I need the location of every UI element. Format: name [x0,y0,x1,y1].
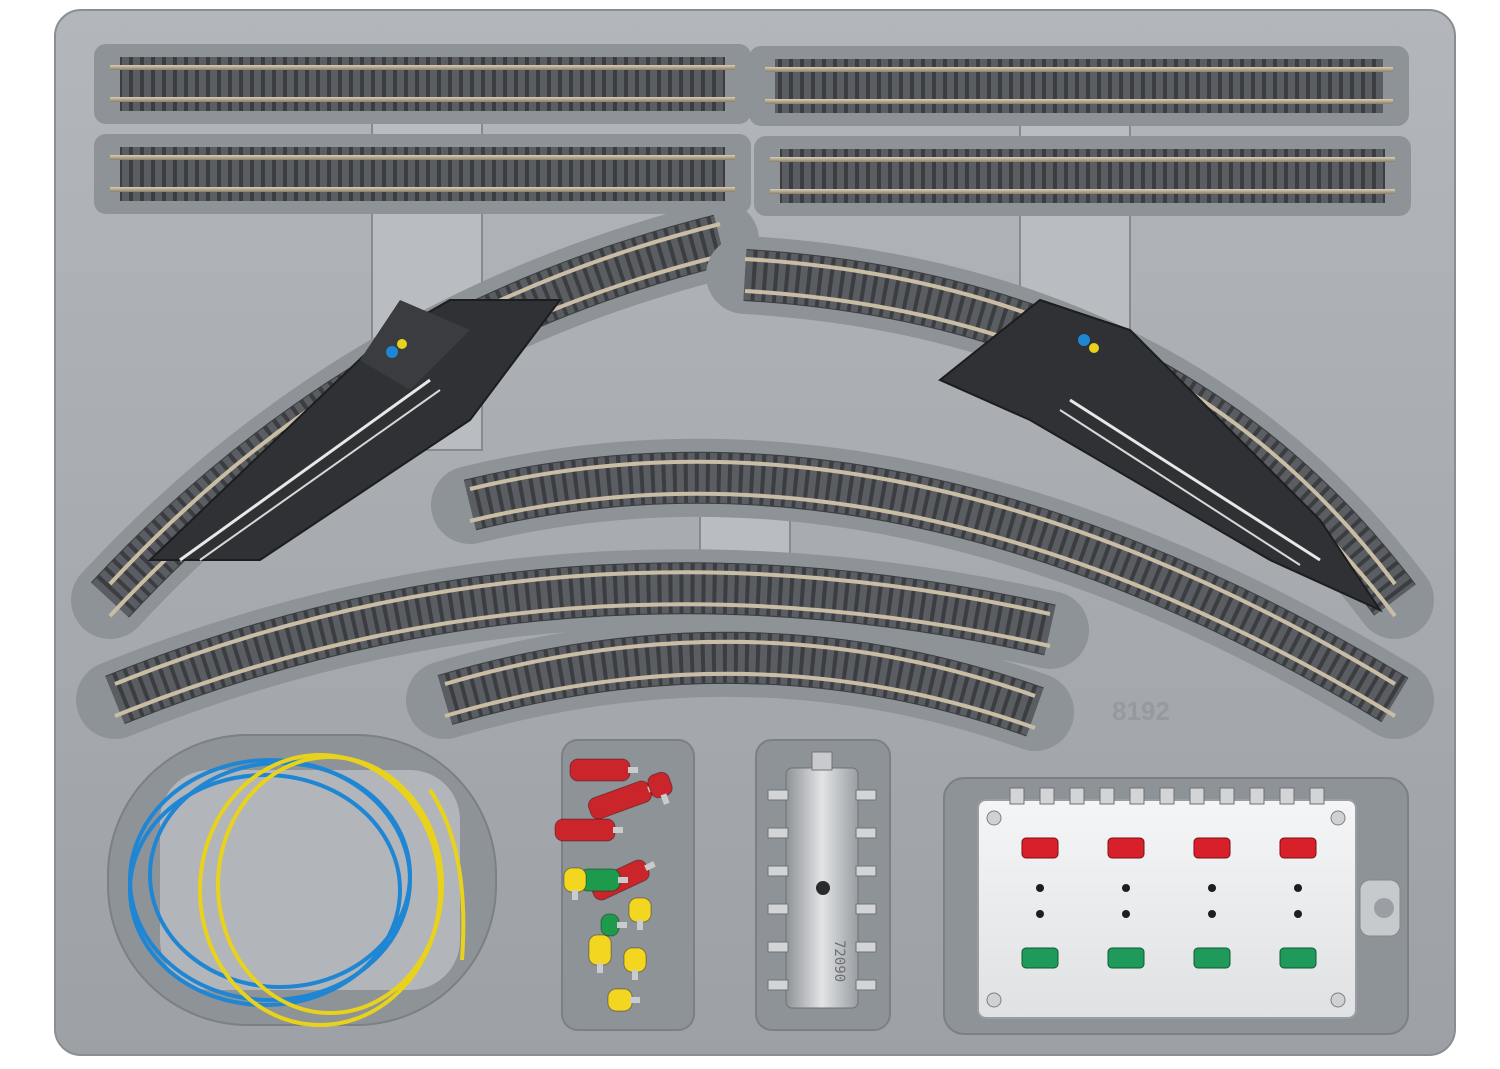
banana-plug [579,868,628,892]
banana-plug [647,771,673,805]
turnout-left-wire-yellow [397,339,407,349]
indicator-hole [1208,910,1216,918]
red-button[interactable] [1279,837,1317,859]
distribution-strip-hole [816,881,830,895]
terminal-socket [1159,787,1175,805]
plug-pile [554,758,673,1012]
turnout-left-motor [360,300,470,390]
terminal-socket [1219,787,1235,805]
distribution-strip-stamp: 72090 [831,940,847,982]
banana-plug [623,947,647,980]
socket-right [855,941,877,953]
terminal-socket [1009,787,1025,805]
indicator-hole [1122,910,1130,918]
turnout-right [938,298,1383,613]
turnout-right-wire-yellow [1089,343,1099,353]
indicator-hole [1294,884,1302,892]
control-panel-screws [986,810,1346,1008]
yellow-cable [198,753,466,1027]
terminal-socket [1309,787,1325,805]
socket-left [767,865,789,877]
straight-track-3 [94,134,751,214]
indicator-hole [1208,884,1216,892]
red-button[interactable] [1193,837,1231,859]
terminal-socket [1189,787,1205,805]
banana-plug [554,818,623,842]
curved-track-3 [406,618,1074,751]
terminal-socket [1129,787,1145,805]
terminal-socket [1279,787,1295,805]
socket-left [767,789,789,801]
distribution-sockets [767,789,877,991]
green-button[interactable] [1279,947,1317,969]
socket-right [855,827,877,839]
curved-track-1 [431,438,1434,739]
socket-right [855,903,877,915]
socket-left [767,979,789,991]
banana-plug [588,934,612,973]
straight-track-4 [754,136,1411,216]
control-panel-buttons [1021,837,1317,969]
socket-right [855,865,877,877]
distributor-compartment: 72090 [755,739,891,1031]
control-panel-terminals [1009,787,1325,805]
banana-plug [628,897,652,930]
socket-right [855,979,877,991]
straight-track-2 [749,46,1409,126]
indicator-hole [1294,910,1302,918]
straight-track-1 [94,44,751,124]
banana-plug [569,758,638,782]
turnout-left-wire-blue [386,346,398,358]
indicator-hole [1122,884,1130,892]
socket-left [767,827,789,839]
terminal-socket [1099,787,1115,805]
green-button[interactable] [1193,947,1231,969]
curved-track-2 [76,549,1089,739]
straight-tracks [94,44,1411,216]
plug-compartment [554,739,695,1031]
tray-article-number: 8192 [1112,696,1170,726]
indicator-hole [1036,884,1044,892]
turnout-right-wire-blue [1078,334,1090,346]
control-panel-box [977,799,1357,1019]
green-button[interactable] [1021,947,1059,969]
terminal-socket [1069,787,1085,805]
turnout-left [147,299,562,562]
red-button[interactable] [1107,837,1145,859]
terminal-socket [1039,787,1055,805]
terminal-socket [1249,787,1265,805]
green-button[interactable] [1107,947,1145,969]
banana-plug [600,913,627,937]
indicator-hole [1036,910,1044,918]
red-button[interactable] [1021,837,1059,859]
socket-left [767,903,789,915]
banana-plug [563,867,587,900]
socket-right [855,789,877,801]
socket-left [767,941,789,953]
cable-compartment [107,734,497,1027]
banana-plug [607,988,640,1012]
control-panel-compartment [943,777,1409,1035]
